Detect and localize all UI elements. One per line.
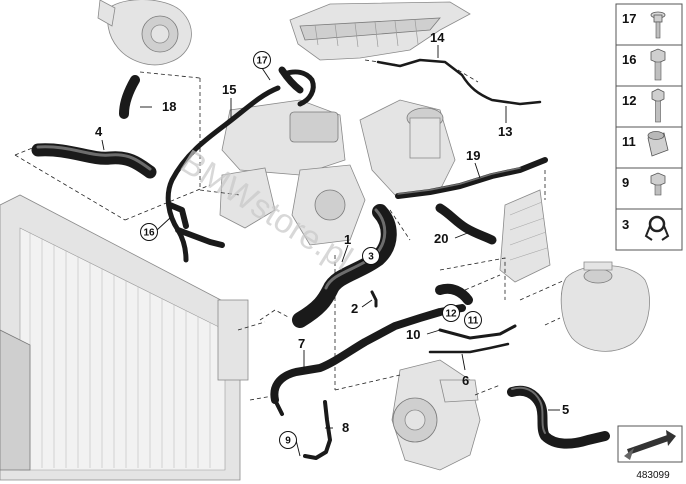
water-pump [391,359,481,471]
thermostat-housing [291,164,366,246]
callout-5: 5 [562,402,569,417]
hose-4[interactable] [31,143,157,179]
callout-10: 10 [406,327,420,342]
legend-row-16: 16 [622,48,666,81]
circled-callout-9: 9 [279,431,297,449]
callout-6: 6 [462,373,469,388]
egr-module [219,99,346,229]
bolt-hex-long-icon [651,88,665,123]
callout-17: 17 [256,56,268,67]
circled-callout-3: 3 [362,247,380,265]
expansion-tank [560,261,650,352]
bolt-flange-icon [650,11,666,39]
callout-12: 12 [445,309,457,320]
pipe-8[interactable] [303,400,332,460]
callout-7: 7 [298,336,305,351]
bolt-hex-icon [650,48,666,81]
callout-16: 16 [143,228,155,239]
legend-number: 16 [622,52,636,67]
circled-callout-11: 11 [464,311,482,329]
callout-19: 19 [466,148,480,163]
callout-2: 2 [351,301,358,316]
pipe-19[interactable] [395,157,548,199]
callout-14: 14 [430,30,445,45]
pipe-7[interactable] [270,304,466,416]
callout-9: 9 [285,436,291,447]
diagram-number: 483099 [636,470,670,481]
pipe-6[interactable] [428,342,510,354]
legend-row-3: 3 [622,215,670,241]
callout-8: 8 [342,420,349,435]
direction-indicator [617,425,683,463]
pipe-14[interactable] [376,58,542,106]
legend-number: 11 [622,134,636,149]
sleeve-icon [647,131,669,157]
callout-20: 20 [434,231,448,246]
legend-number: 17 [622,11,636,26]
callouts: 18 4 15 14 13 19 20 1 2 10 7 8 6 5 17 16… [95,30,569,449]
callout-1: 1 [344,232,351,247]
callout-15: 15 [222,82,236,97]
hose-18[interactable] [119,75,140,119]
legend-row-11: 11 [622,131,669,157]
hose-2[interactable] [370,290,378,308]
callout-11: 11 [468,316,479,327]
turbocharger [97,0,192,66]
legend-number: 12 [622,93,636,108]
legend-row-12: 12 [622,88,665,123]
fastener-legend: 17 16 12 11 [615,3,683,251]
bolt-short-icon [650,172,666,196]
circled-callout-16: 16 [140,223,158,241]
callout-18: 18 [162,99,176,114]
circled-callout-17: 17 [253,51,271,69]
circled-callout-12: 12 [442,304,460,322]
connector-12-11[interactable] [435,283,473,305]
pipe-15[interactable] [165,69,316,263]
callout-3: 3 [368,252,374,263]
hose-5[interactable] [507,385,610,449]
connector-16[interactable] [167,202,189,229]
callout-13: 13 [498,124,512,139]
radiator [0,194,249,481]
legend-number: 9 [622,175,629,190]
cylinder-head [289,1,471,61]
oil-filter-housing [359,99,456,196]
hose-20[interactable] [435,203,497,245]
arrow-icon [624,430,676,460]
heat-exchanger [499,189,551,283]
legend-row-17: 17 [622,11,666,39]
callout-4: 4 [95,124,103,139]
pipe-10[interactable] [438,324,517,340]
connector-17[interactable] [278,66,304,94]
legend-number: 3 [622,217,629,232]
clamp-icon [644,215,670,241]
legend-row-9: 9 [622,172,666,196]
